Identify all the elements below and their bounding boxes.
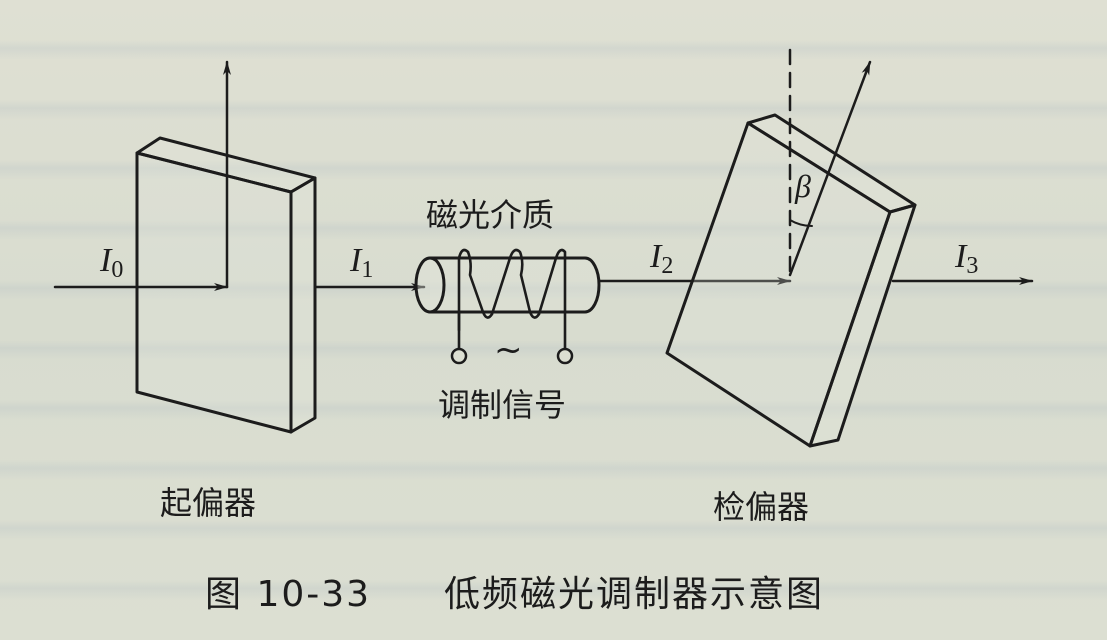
polarizer-plate	[135, 136, 317, 434]
signal-terminal-left	[450, 347, 468, 365]
label-beta: β	[795, 168, 811, 204]
label-i1: I1	[350, 242, 374, 283]
label-polarizer: 起偏器	[160, 484, 257, 522]
label-i3: I3	[955, 238, 979, 279]
label-analyzer: 检偏器	[713, 488, 810, 526]
label-i0: I0	[100, 242, 124, 283]
rotated-polarization-arrow	[788, 60, 872, 277]
ac-source-symbol: ~	[494, 330, 523, 370]
beta-angle-arc	[789, 219, 813, 227]
coil-winding	[457, 248, 567, 360]
label-i2: I2	[650, 238, 674, 279]
magneto-optic-cylinder	[414, 256, 601, 314]
label-modulation-signal: 调制信号	[438, 386, 567, 424]
label-magneto-optic-medium: 磁光介质	[426, 196, 555, 234]
figure-caption: 图 10-33 低频磁光调制器示意图	[205, 565, 824, 617]
caption-number: 图 10-33	[205, 574, 372, 615]
signal-terminal-right	[556, 347, 574, 365]
caption-title: 低频磁光调制器示意图	[443, 574, 824, 615]
analyzer-plate	[665, 113, 917, 448]
